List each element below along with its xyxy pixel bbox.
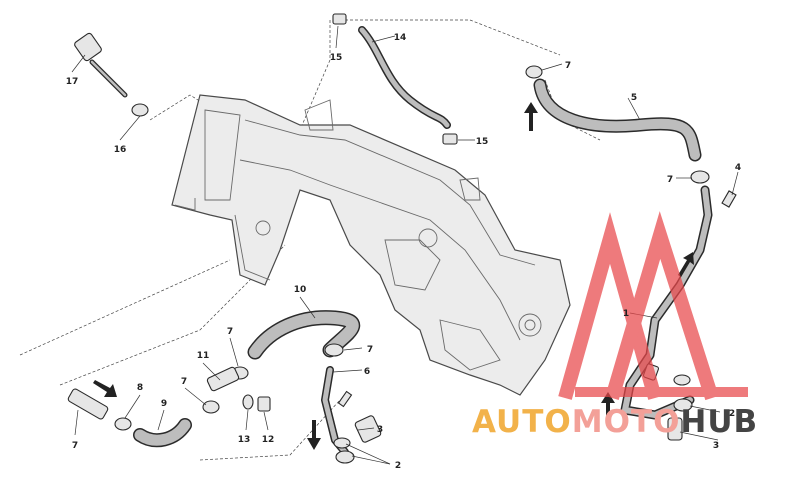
callout-label: 8 <box>137 383 143 393</box>
callout-label: 5 <box>631 93 637 103</box>
callout-label: 4 <box>735 163 741 173</box>
callout-label: 1 <box>623 309 629 319</box>
callout-label: 15 <box>476 137 489 147</box>
callout-label: 2 <box>395 461 401 471</box>
hoses <box>89 26 713 456</box>
arrow-down-icon <box>307 420 321 450</box>
watermark-hub: HUB <box>680 404 758 440</box>
callout-label: 9 <box>161 399 167 409</box>
callout-label: 13 <box>238 435 251 445</box>
callout-label: 7 <box>72 441 78 451</box>
flow-arrows <box>93 102 694 450</box>
callout-label: 7 <box>181 377 187 387</box>
callout-label: 10 <box>294 285 307 295</box>
watermark-moto: MOTO <box>572 404 681 440</box>
arrow-up-right-icon <box>678 252 694 277</box>
callout-label: 12 <box>262 435 275 445</box>
frame-assembly <box>171 94 571 396</box>
arrow-up-icon <box>601 392 615 418</box>
watermark-logo <box>558 211 748 401</box>
callout-label: 7 <box>565 61 571 71</box>
callout-label: 3 <box>713 441 719 451</box>
callout-label: 11 <box>197 351 210 361</box>
watermark-auto: AUTO <box>472 404 572 440</box>
callout-label: 15 <box>330 53 343 63</box>
callout-label: 7 <box>367 345 373 355</box>
callout-label: 7 <box>667 175 673 185</box>
callout-label: 7 <box>227 327 233 337</box>
arrow-right-down-icon <box>93 380 117 397</box>
callout-label: 2 <box>729 409 735 419</box>
callout-label: 6 <box>364 367 370 377</box>
callout-label: 14 <box>394 33 407 43</box>
callout-label: 17 <box>66 77 79 87</box>
arrow-up-icon <box>524 102 538 131</box>
callout-label: 16 <box>114 145 127 155</box>
callout-label: 3 <box>377 425 383 435</box>
watermark-text: AUTOMOTOHUB <box>472 404 758 440</box>
small-parts <box>67 13 737 464</box>
leader-lines <box>71 25 739 465</box>
